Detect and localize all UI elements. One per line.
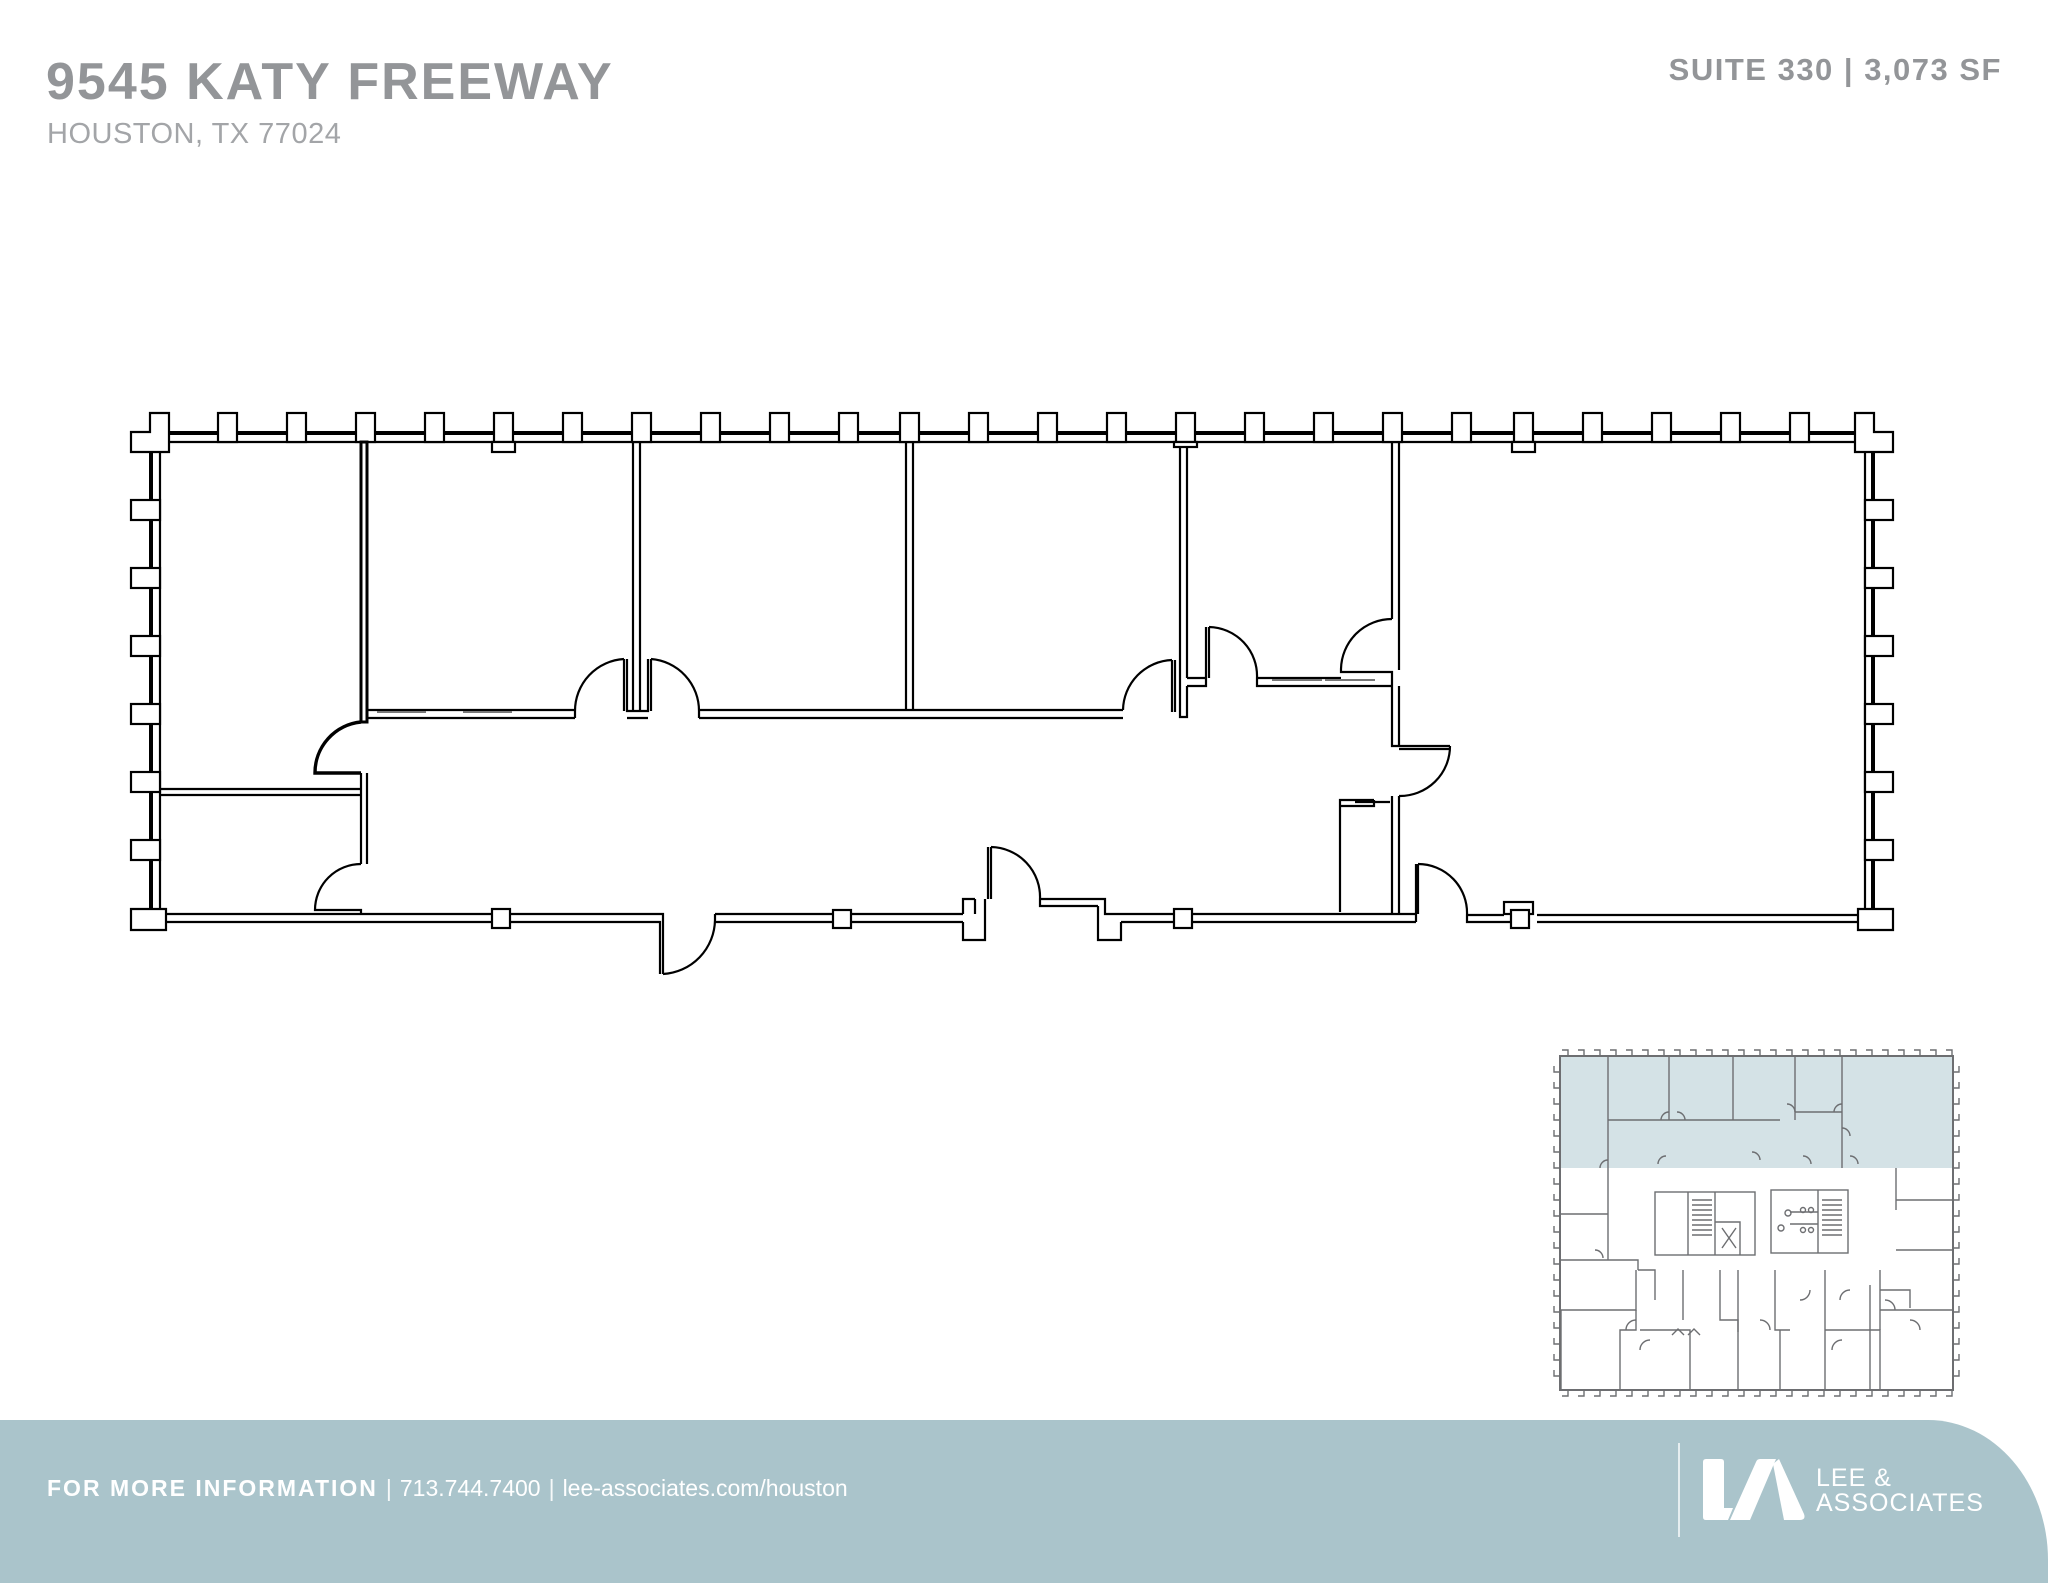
suite-size-label: SUITE 330 | 3,073 SF [1668,52,2002,87]
floor-plan [129,411,1895,976]
separator: | [548,1475,555,1501]
property-title: 9545 KATY FREEWAY [46,53,614,111]
more-info-label: FOR MORE INFORMATION [47,1475,378,1501]
lee-associates-logo-icon [1703,1459,1805,1520]
property-address: HOUSTON, TX 77024 [47,118,342,150]
contact-info: FOR MORE INFORMATION | 713.744.7400 | lee-as… [47,1475,848,1502]
key-plan-interior [1560,1057,1953,1390]
exterior-walls [129,411,1895,932]
key-plan-pilasters [1553,1049,1960,1397]
bottom-wall [166,845,1858,976]
side-pilasters [129,498,1895,862]
footer-divider [1678,1443,1680,1537]
separator: | [385,1475,392,1501]
phone-number[interactable]: 713.744.7400 [399,1475,541,1501]
highlighted-suite-area [1561,1057,1952,1168]
brand-name: LEE & ASSOCIATES [1816,1466,1984,1516]
footer-bar: FOR MORE INFORMATION | 713.744.7400 | lee-as… [0,1420,2048,1583]
interior-partitions [160,440,1452,915]
key-plan [1553,1049,1960,1397]
brand-line-1: LEE & [1816,1464,1892,1492]
website-link[interactable]: lee-associates.com/houston [562,1475,848,1501]
top-pilasters [216,411,1811,454]
brand-line-2: ASSOCIATES [1816,1489,1984,1517]
